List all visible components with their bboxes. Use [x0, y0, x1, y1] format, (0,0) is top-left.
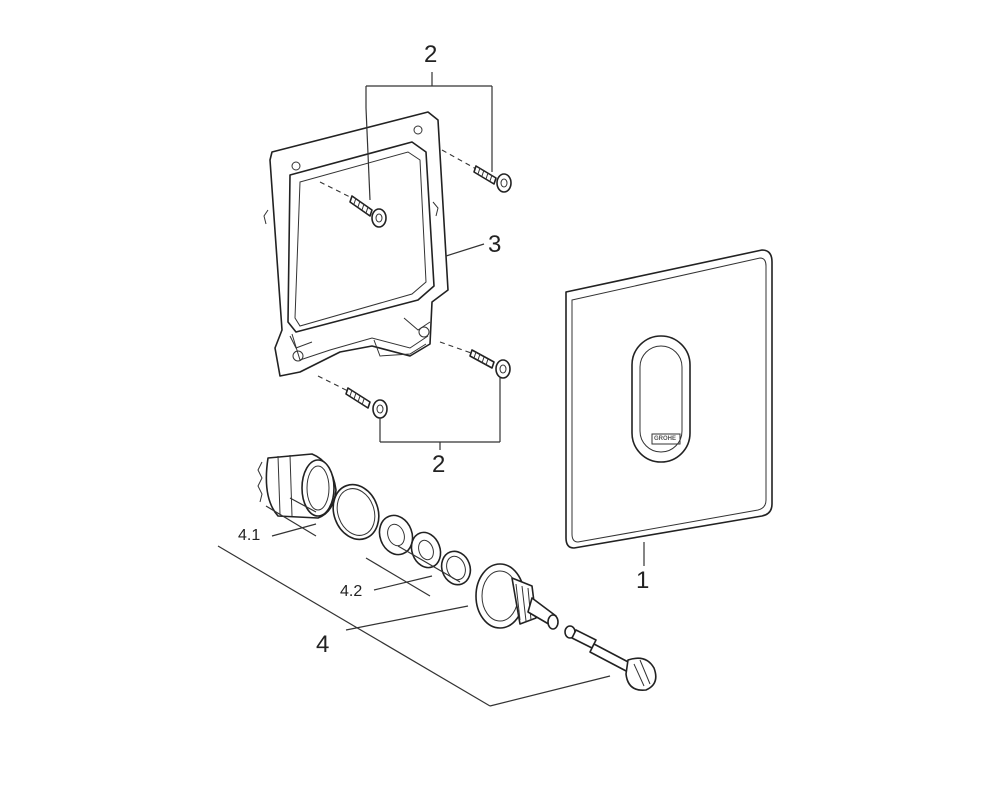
- label-mounting-frame: 3: [488, 231, 501, 258]
- label-actuator-unit: 4: [316, 631, 329, 658]
- screw-bottom-left: [317, 375, 388, 419]
- valve-body: [475, 563, 559, 630]
- o-ring: [332, 483, 380, 541]
- screw-top-left: [319, 181, 387, 228]
- cover-plate: GROHE: [565, 249, 773, 549]
- label-cover-plate: 1: [636, 567, 649, 594]
- mounting-frame: [263, 111, 449, 377]
- washer-1: [378, 514, 414, 556]
- cover-plate-logo: GROHE: [654, 436, 676, 442]
- screw-top-right: [441, 149, 512, 193]
- label-sub-4-2: 4.2: [340, 583, 362, 600]
- label-screws-top: 2: [424, 41, 437, 68]
- label-sub-4-1: 4.1: [238, 527, 260, 544]
- label-screws-bottom: 2: [432, 451, 445, 478]
- sleeve-4-1: [257, 453, 337, 519]
- spindle-rod: [564, 625, 657, 691]
- leader-lines: [217, 72, 645, 707]
- washer-3: [440, 550, 472, 586]
- washer-2: [410, 531, 442, 569]
- screw-bottom-right: [439, 341, 511, 379]
